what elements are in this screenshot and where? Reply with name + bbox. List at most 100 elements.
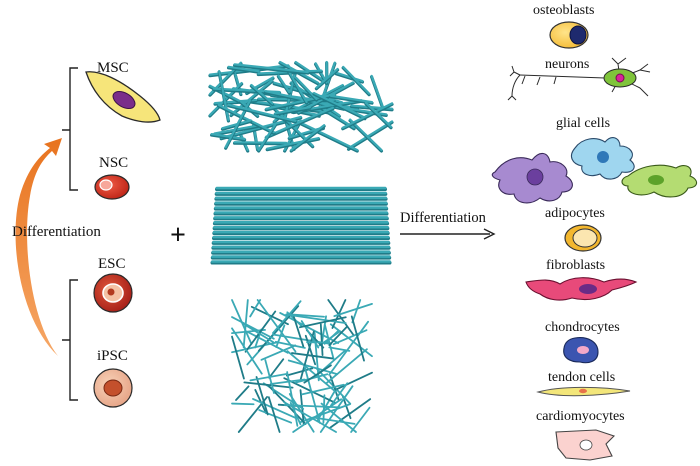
- fiber-strand: [210, 132, 246, 141]
- network-strand: [350, 406, 371, 433]
- fiber-strand: [250, 83, 274, 105]
- plus-sign: +: [170, 220, 186, 251]
- network-strand: [260, 344, 297, 361]
- osteoblasts-label: osteoblasts: [533, 3, 594, 18]
- network-strand: [299, 403, 351, 424]
- network-strand: [301, 383, 345, 396]
- network-strand: [328, 325, 348, 347]
- fiber-strand: [335, 71, 364, 83]
- nsc-label: NSC: [99, 155, 128, 171]
- esc-cell-icon: [93, 273, 133, 313]
- network-strand: [256, 299, 297, 353]
- network-strand: [242, 323, 275, 344]
- fiber-strand: [227, 65, 260, 73]
- network-strand: [299, 389, 305, 425]
- tendon-cells-label: tendon cells: [548, 370, 615, 385]
- stem-cell-group: MSC NSC ESC iPSC Differentiation: [12, 60, 161, 408]
- random-fiber-mat: [208, 60, 394, 153]
- chondrocyte-cell-icon: [563, 337, 599, 364]
- network-strand: [267, 396, 281, 433]
- ipsc-cell-icon: [93, 368, 133, 408]
- msc-label: MSC: [97, 60, 129, 76]
- cardiomyocytes-label: cardiomyocytes: [536, 409, 625, 424]
- network-strand: [231, 402, 255, 406]
- network-strand: [268, 358, 285, 379]
- network-strand: [247, 331, 289, 354]
- network-strand: [283, 377, 337, 404]
- network-strand: [303, 365, 321, 424]
- network-strand: [336, 371, 373, 390]
- network-strand: [252, 398, 297, 419]
- fiber-strand: [313, 91, 367, 119]
- network-strand: [286, 371, 299, 427]
- fiber-strand: [346, 107, 388, 116]
- network-strand: [286, 350, 337, 393]
- network-strand: [272, 300, 302, 334]
- fiber-strand: [342, 65, 371, 95]
- left-differentiation-label: Differentiation: [12, 224, 101, 240]
- fiber-strand: [347, 120, 394, 150]
- network-strand: [329, 398, 372, 429]
- network-strand: [231, 335, 245, 380]
- fiber-strand: [257, 123, 277, 152]
- fiber-strand: [294, 76, 318, 101]
- 3d-fiber-network: [231, 299, 373, 433]
- glial-cell-icon: [491, 137, 698, 204]
- fiber-strand: [348, 118, 383, 152]
- left-differentiation-arrow: [15, 138, 62, 356]
- fiber-strand: [274, 106, 311, 115]
- fiber-strand: [341, 102, 394, 129]
- network-strand: [303, 364, 332, 384]
- fiber-strand: [315, 67, 339, 89]
- neuron-cell-icon: [507, 57, 651, 101]
- lower-bracket: [62, 279, 78, 401]
- network-strand: [249, 372, 288, 382]
- network-strand: [285, 313, 347, 325]
- differentiated-cells: osteoblasts neurons glial cells: [491, 3, 698, 461]
- network-strand: [231, 327, 263, 375]
- right-differentiation-arrow: [400, 228, 496, 240]
- fibroblast-cell-icon: [525, 277, 638, 301]
- network-strand: [351, 299, 362, 324]
- network-strand: [235, 385, 250, 401]
- right-differentiation-label: Differentiation: [400, 210, 487, 226]
- network-strand: [323, 329, 340, 345]
- network-strand: [285, 313, 325, 318]
- fiber-strand: [287, 69, 308, 104]
- chondrocytes-label: chondrocytes: [545, 320, 620, 335]
- network-strand: [322, 394, 326, 424]
- msc-cell-icon: [85, 71, 161, 123]
- ipsc-label: iPSC: [97, 348, 128, 364]
- network-strand: [333, 303, 373, 317]
- network-strand: [313, 416, 356, 425]
- nsc-cell-icon: [94, 174, 130, 200]
- network-strand: [328, 320, 370, 376]
- network-strand: [275, 324, 286, 349]
- network-strand: [287, 359, 339, 376]
- fiber-strand: [370, 74, 385, 110]
- esc-label: ESC: [98, 256, 126, 272]
- network-strand: [243, 381, 294, 389]
- network-strand: [249, 299, 262, 318]
- network-strand: [292, 314, 305, 348]
- network-strand: [329, 323, 373, 358]
- network-strand: [328, 346, 351, 352]
- aligned-fiber-sheet: [210, 186, 392, 265]
- fiber-strand: [329, 94, 374, 104]
- network-strand: [327, 299, 354, 336]
- fiber-strand: [266, 136, 320, 150]
- glial-cells-label: glial cells: [556, 116, 610, 131]
- network-strand: [330, 382, 349, 407]
- adipocyte-cell-icon: [564, 224, 602, 252]
- network-strand: [319, 323, 324, 357]
- fiber-strand: [233, 63, 309, 74]
- tendon-cell-icon: [536, 386, 631, 397]
- fiber-strand: [364, 101, 393, 128]
- network-strand: [289, 402, 302, 426]
- osteoblast-cell-icon: [549, 21, 589, 49]
- network-strand: [231, 316, 275, 340]
- network-strand: [350, 315, 365, 362]
- neurons-label: neurons: [545, 57, 589, 72]
- network-strand: [292, 398, 343, 433]
